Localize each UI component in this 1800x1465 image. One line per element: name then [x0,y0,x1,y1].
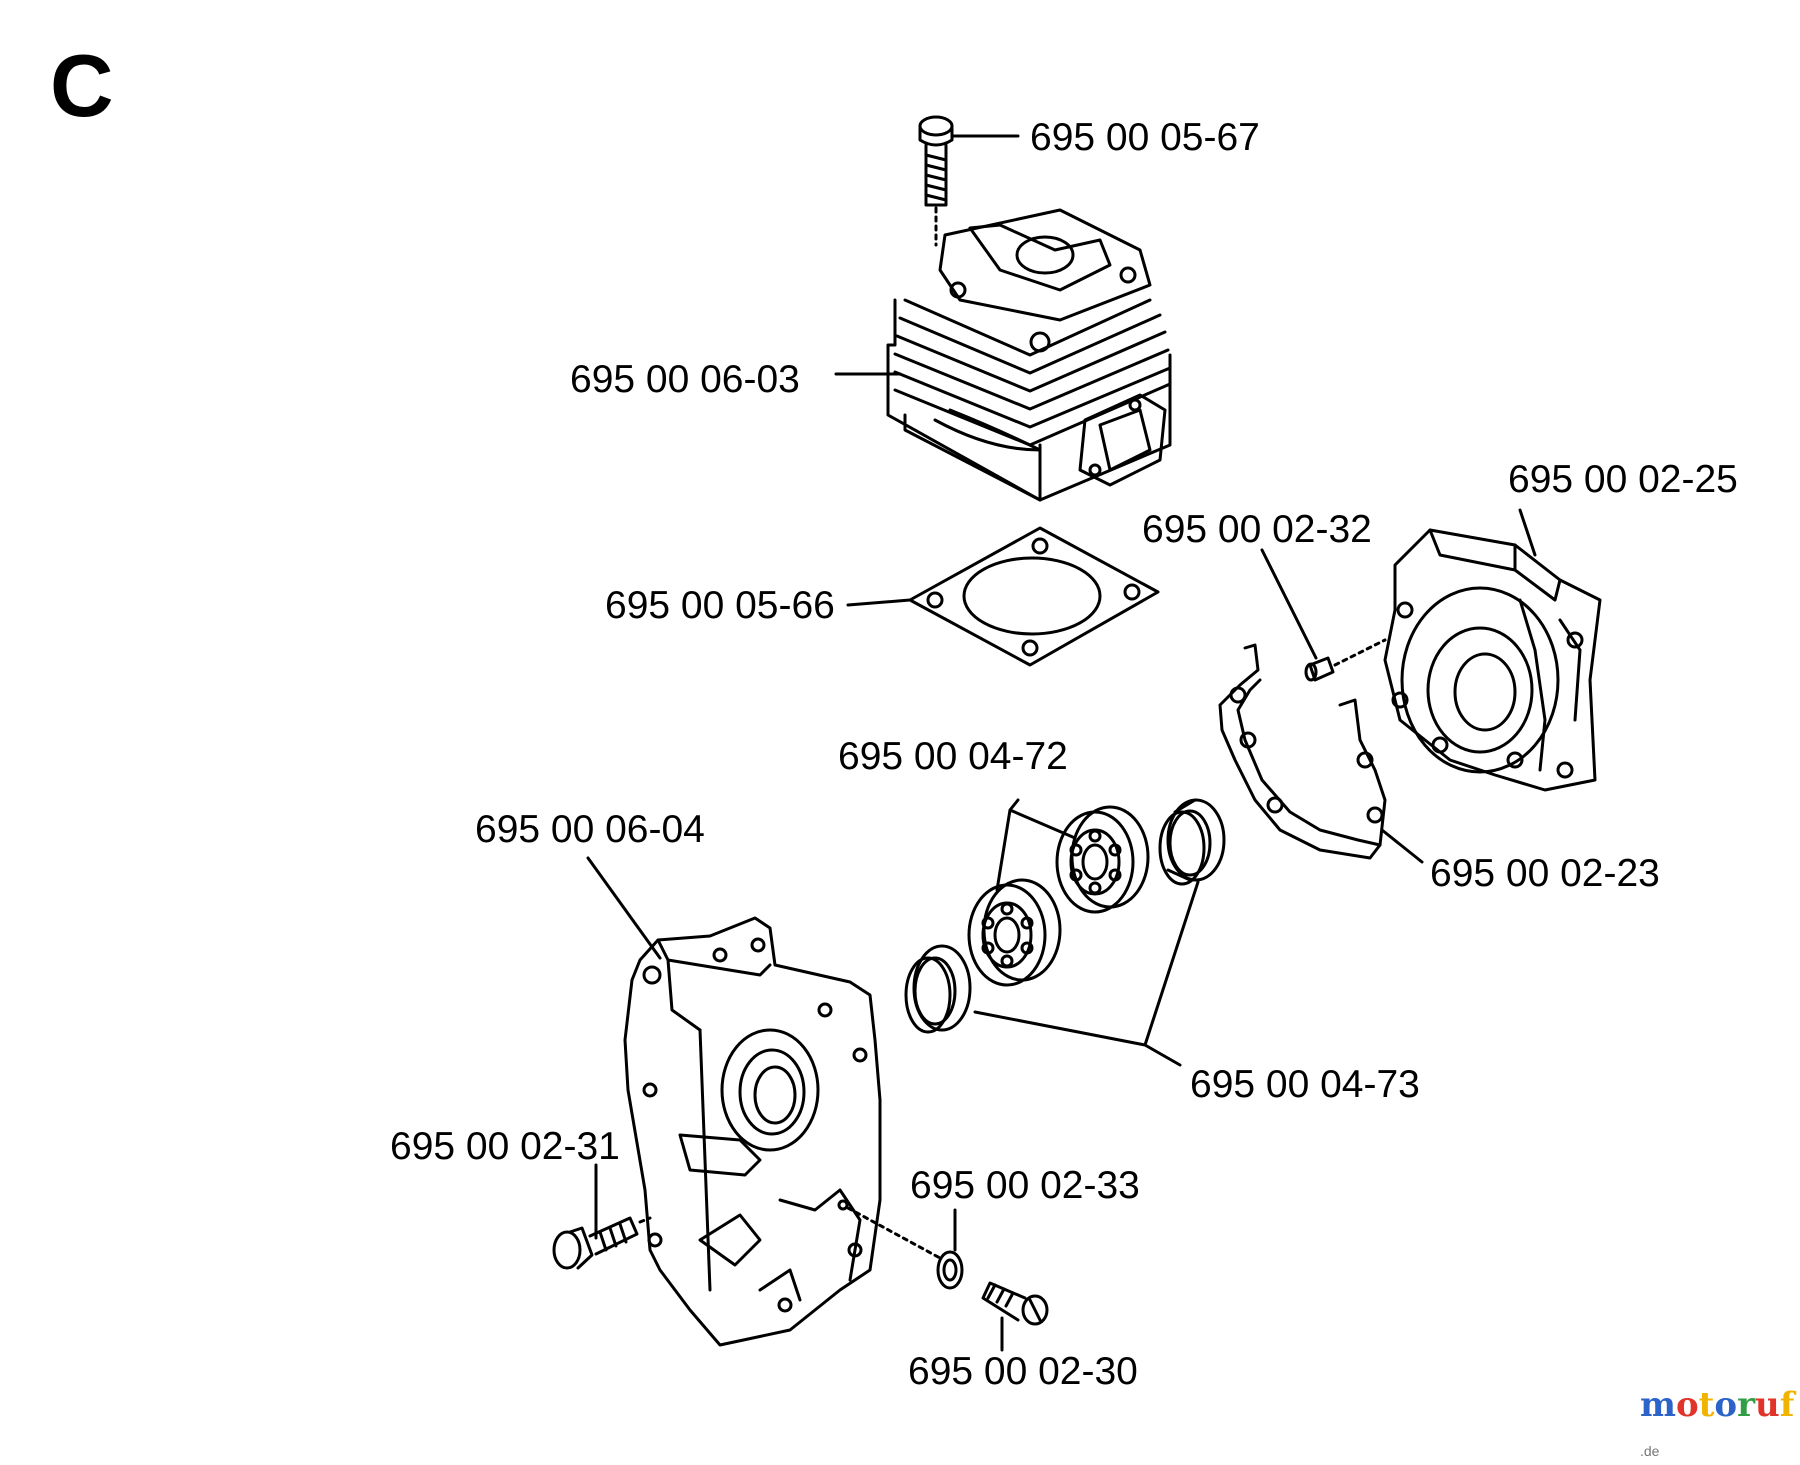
bearing-lower-part [967,878,1062,987]
leader-crankcase-right [1518,508,1537,557]
label-cylinder: 695 00 06-03 [570,358,800,401]
label-plug: 695 00 02-30 [908,1350,1138,1393]
label-pin: 695 00 02-32 [1142,508,1372,551]
label-bolt-top: 695 00 05-67 [1030,116,1260,159]
watermark-letter: m [1640,1385,1676,1425]
label-screw-left: 695 00 02-31 [390,1125,620,1168]
plug-part [981,1281,1049,1326]
leader-crankcase-left [586,856,662,960]
leader-cylinder-gasket [846,598,912,607]
watermark-suffix: .de [1640,1443,1660,1459]
bolt-top-part [918,115,954,207]
washer-part [936,1250,964,1290]
exploded-parts-diagram [552,115,1602,1352]
watermark-logo[interactable]: motoruf .de [1640,1385,1800,1465]
leader-seal [973,880,1200,1067]
cylinder-gasket-part [908,526,1160,667]
watermark-letter: f [1779,1385,1795,1425]
leader-pin-axis [1333,638,1387,667]
watermark-letter: o [1675,1385,1699,1425]
watermark-letter: r [1737,1385,1755,1425]
cylinder-part [886,208,1172,502]
bearing-upper-part [1055,805,1150,914]
crankcase-gasket-part [1218,643,1387,860]
label-crankcase-left: 695 00 06-04 [475,808,705,851]
label-washer: 695 00 02-33 [910,1164,1140,1207]
label-cylinder-gasket: 695 00 05-66 [605,584,835,627]
seal-upper-part [1158,798,1226,886]
seal-lower-part [904,944,972,1034]
crankcase-right-part [1383,528,1602,792]
label-crankcase-gasket: 695 00 02-23 [1430,852,1660,895]
watermark-letter: o [1714,1385,1738,1425]
watermark-letter: t [1698,1385,1715,1425]
leader-crankcase-gasket [1380,828,1424,864]
label-seal: 695 00 04-73 [1190,1063,1420,1106]
section-letter: C [50,36,114,135]
crankcase-left-part [623,916,882,1347]
watermark-letter: u [1755,1385,1780,1425]
screw-left-part [552,1216,639,1270]
label-bearing: 695 00 04-72 [838,735,1068,778]
leader-screw-left-axis [638,1216,652,1224]
pin-part [1304,656,1335,682]
leader-pin [1260,548,1318,660]
leader-washer-axis [846,1206,942,1260]
label-crankcase-right: 695 00 02-25 [1508,458,1738,501]
leader-bearing [995,798,1077,892]
